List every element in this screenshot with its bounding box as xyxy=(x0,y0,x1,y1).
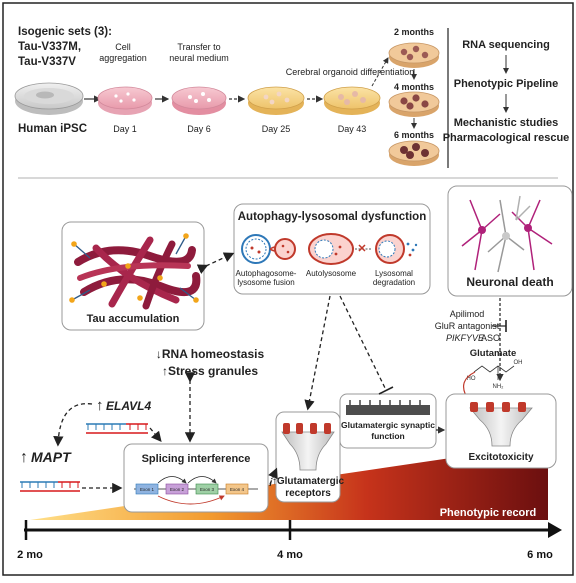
organoid-differentiation-label: Cerebral organoid differentiation xyxy=(286,67,414,77)
top-section: Isogenic sets (3): Tau-V337M, Tau-V337V … xyxy=(14,26,570,168)
svg-text:HO: HO xyxy=(467,376,476,382)
arrow-autophagy-synaptic xyxy=(339,295,387,391)
pharmacological-rescue-label: Pharmacological rescue xyxy=(443,132,570,144)
drug-inhibition: Apilimod GluR antagonist PIKFYVE ASO xyxy=(435,298,507,382)
synaptic-function-box: Glutamatergic synaptic function xyxy=(339,393,437,449)
tau-tangle-icon xyxy=(69,233,201,310)
mapt-group: ↑ MAPT xyxy=(20,449,80,492)
glutamatergic-receptors-box: ↑Glutamatergic receptors xyxy=(272,411,345,503)
isogenic-line1: Tau-V337M, xyxy=(18,41,81,53)
receptors-label-2: receptors xyxy=(285,488,331,499)
exon4-label: Exon 4 xyxy=(230,487,245,492)
excitotoxicity-box: Excitotoxicity xyxy=(445,393,557,469)
cell-aggregation-label-1: Cell xyxy=(115,42,131,52)
fusion-label-2: lysosome fusion xyxy=(237,278,294,287)
svg-text:NH₂: NH₂ xyxy=(493,384,505,390)
2-months-label: 2 months xyxy=(394,27,434,37)
human-ipsc-label: Human iPSC xyxy=(18,123,87,135)
day25-label: Day 25 xyxy=(262,124,291,134)
aso-label: ASO xyxy=(481,333,500,343)
timeline: 2 mo 4 mo 6 mo xyxy=(17,520,562,561)
day6-dish-icon xyxy=(171,86,227,115)
glutamate-structure: Glutamate NH₂ HO OH xyxy=(467,348,523,390)
neuronal-death-box: Neuronal death xyxy=(447,185,573,297)
phenotypic-record-label: Phenotypic record xyxy=(440,507,537,519)
synaptic-label-2: function xyxy=(371,431,405,441)
glur-antagonist-label: GluR antagonist xyxy=(435,321,500,331)
autophagy-box: Autophagy-lysosomal dysfunction Autophag… xyxy=(233,203,431,295)
splicing-box: Splicing interference Exon 1 Exon 2 Exon… xyxy=(123,443,269,513)
apilimod-label: Apilimod xyxy=(450,309,485,319)
arrow-splicing-receptors-stub xyxy=(269,477,273,487)
autophagy-title: Autophagy-lysosomal dysfunction xyxy=(238,211,427,223)
mapt-label: MAPT xyxy=(31,449,72,465)
tick-4mo: 4 mo xyxy=(277,549,303,561)
mechanistic-studies-label: Mechanistic studies xyxy=(454,117,559,129)
arrow-day43-2months xyxy=(371,57,389,87)
phenotypic-pipeline-label: Phenotypic Pipeline xyxy=(454,78,559,90)
glutamate-label: Glutamate xyxy=(470,348,516,359)
ipsc-dish-icon xyxy=(14,82,84,115)
arrow-autophagy-receptors xyxy=(304,295,331,411)
elavl4-group: ↑ ELAVL4 xyxy=(86,397,151,434)
day25-dish-icon xyxy=(247,86,305,115)
neuronal-death-label: Neuronal death xyxy=(466,275,553,289)
cell-aggregation-label-2: aggregation xyxy=(99,53,147,63)
splicing-title: Splicing interference xyxy=(142,453,251,465)
autolysosome-label: Autolysosome xyxy=(306,269,357,278)
exon3-label: Exon 3 xyxy=(200,487,215,492)
mapt-up-arrow: ↑ xyxy=(20,449,28,466)
lysosomal-label-2: degradation xyxy=(373,278,415,287)
synaptic-label-1: Glutamatergic synaptic xyxy=(341,420,435,430)
excitotoxicity-label: Excitotoxicity xyxy=(468,452,533,463)
pikfyve-label: PIKFYVE xyxy=(446,333,485,343)
day1-dish-icon xyxy=(97,86,153,115)
arrow-tau-autophagy xyxy=(196,252,235,274)
tau-accumulation-box: Tau accumulation xyxy=(61,221,205,331)
4-months-label: 4 months xyxy=(394,82,434,92)
rna-sequencing-label: RNA sequencing xyxy=(462,39,550,51)
lysosomal-label-1: Lysosomal xyxy=(375,269,413,278)
tick-6mo: 6 mo xyxy=(527,549,553,561)
stress-granules-label: ↑Stress granules xyxy=(162,364,258,378)
tau-accumulation-label: Tau accumulation xyxy=(87,313,180,325)
month-dishes: 2 months 4 months 6 months xyxy=(388,27,440,166)
day1-label: Day 1 xyxy=(113,124,137,134)
neuron-icon xyxy=(461,195,553,273)
tick-2mo: 2 mo xyxy=(17,549,43,561)
svg-text:✕: ✕ xyxy=(357,243,366,255)
day43-label: Day 43 xyxy=(338,124,367,134)
day6-label: Day 6 xyxy=(187,124,211,134)
transfer-label-2: neural medium xyxy=(169,53,229,63)
receptors-label-1: ↑Glutamatergic xyxy=(272,476,345,487)
svg-text:OH: OH xyxy=(514,360,523,366)
inhibition-bar-synaptic xyxy=(378,386,394,395)
fusion-label-1: Autophagosome- xyxy=(236,269,297,278)
exon1-label: Exon 1 xyxy=(140,487,155,492)
elavl4-label: ELAVL4 xyxy=(106,399,151,413)
transfer-label-1: Transfer to xyxy=(177,42,220,52)
arrow-elavl4-splicing xyxy=(149,427,162,442)
arrow-splicing-receptors xyxy=(268,467,278,485)
day43-dish-icon xyxy=(323,86,381,115)
elavl4-up-arrow: ↑ xyxy=(96,397,104,414)
exon2-label: Exon 2 xyxy=(170,487,185,492)
isogenic-line2: Tau-V337V xyxy=(18,56,76,68)
rna-homeostasis-label: ↓RNA homeostasis xyxy=(156,347,265,361)
isogenic-title: Isogenic sets (3): xyxy=(18,26,112,38)
6-months-label: 6 months xyxy=(394,130,434,140)
